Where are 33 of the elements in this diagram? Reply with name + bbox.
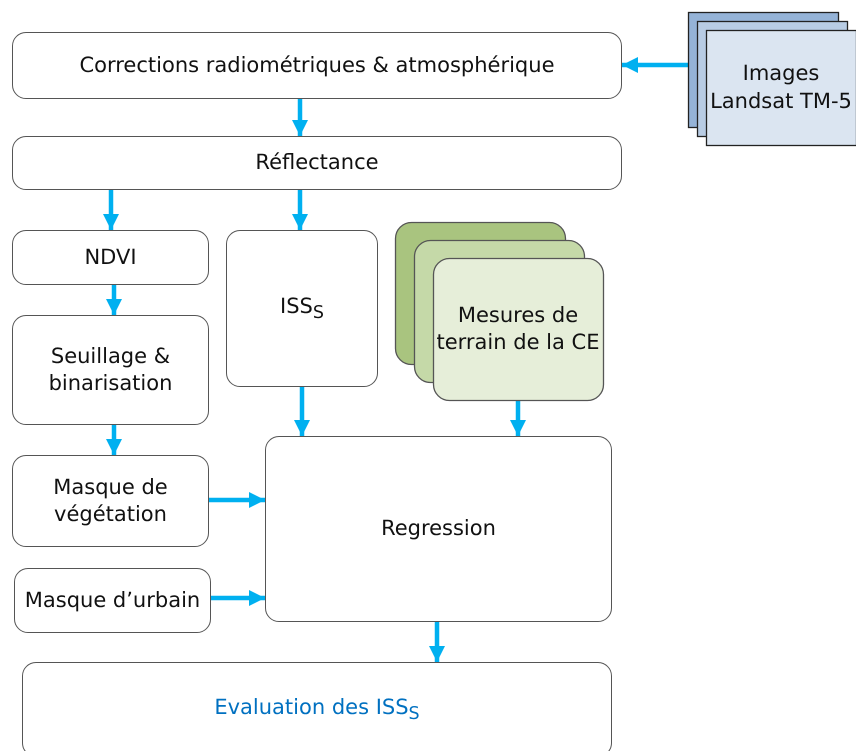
process-box <box>12 315 209 425</box>
node-label: Masque de végétation <box>52 474 169 528</box>
arrow <box>103 190 119 230</box>
node-label: Evaluation des ISS$_{S}$ <box>214 694 420 726</box>
node-label: Réflectance <box>255 149 379 176</box>
arrow <box>211 590 265 606</box>
process-box <box>12 230 209 285</box>
process-box <box>12 136 622 190</box>
arrow <box>106 285 122 315</box>
node-label: Regression <box>381 515 496 542</box>
process-box <box>226 230 378 387</box>
node-label: NDVI <box>84 244 137 271</box>
node-label: Mesures de terrain de la CE <box>436 302 600 356</box>
arrow <box>209 492 265 508</box>
process-box <box>14 568 211 633</box>
node-label: Masque d’urbain <box>24 586 200 614</box>
stacked-images <box>688 12 856 145</box>
process-box <box>12 455 209 547</box>
node-label: ISS$_{S}$ <box>280 292 324 324</box>
process-box <box>12 32 622 99</box>
process-box <box>22 662 612 751</box>
stacked-cards <box>395 222 603 400</box>
node-label: Images Landsat TM-5 <box>709 60 853 114</box>
arrow <box>106 425 122 455</box>
arrow <box>294 387 310 436</box>
arrow <box>429 622 445 662</box>
arrow <box>292 99 308 136</box>
arrow <box>510 400 526 436</box>
process-box <box>265 436 612 622</box>
arrow <box>292 190 308 230</box>
node-label: Corrections radiométriques & atmosphérique <box>79 52 554 79</box>
node-label: Seuillage & binarisation <box>48 342 174 397</box>
arrow <box>622 57 688 73</box>
